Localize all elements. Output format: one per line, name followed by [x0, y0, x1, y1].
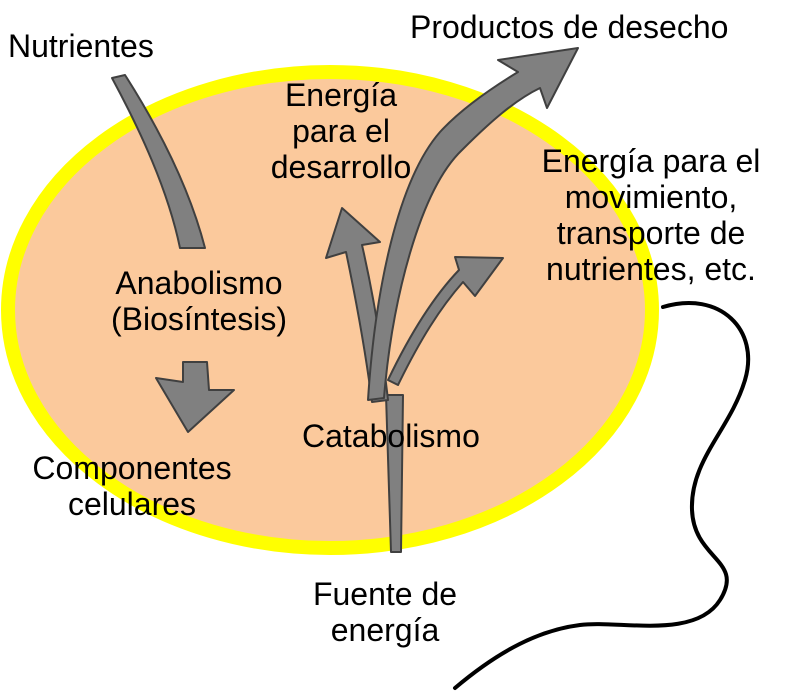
cell-components-line: Componentes: [32, 450, 232, 486]
energy-source-stem: [385, 394, 404, 553]
cell-components-label: Componentes celulares: [4, 450, 260, 522]
anabolism-line: (Biosíntesis): [110, 301, 288, 337]
movement-energy-line: transporte de: [556, 215, 746, 251]
development-energy-line: para el: [292, 113, 390, 149]
flagellum: [453, 301, 751, 690]
movement-energy-arrow: [387, 256, 504, 386]
waste-outflow-arrow: [367, 47, 579, 401]
movement-energy-label: Energía para el movimiento, transporte d…: [526, 143, 776, 287]
development-energy-line: desarrollo: [270, 149, 412, 185]
movement-energy-line: movimiento,: [564, 179, 738, 215]
nutrients-label: Nutrientes: [8, 28, 154, 64]
movement-energy-line: nutrientes, etc.: [546, 251, 756, 287]
cell-components-line: celulares: [67, 486, 197, 522]
energy-source-line: energía: [330, 612, 440, 648]
development-energy-line: Energía: [284, 77, 398, 113]
energy-source-label: Fuente de energía: [290, 576, 480, 648]
anabolism-output-arrow: [155, 361, 235, 433]
nutrient-inflow-arrow: [111, 74, 206, 249]
energy-source-line: Fuente de: [312, 576, 458, 612]
development-energy-label: Energía para el desarrollo: [256, 77, 426, 185]
anabolism-label: Anabolismo (Biosíntesis): [84, 265, 314, 337]
waste-products-label: Productos de desecho: [410, 9, 729, 45]
catabolism-label: Catabolismo: [302, 418, 480, 454]
anabolism-line: Anabolismo: [115, 265, 283, 301]
movement-energy-line: Energía para el: [541, 143, 761, 179]
